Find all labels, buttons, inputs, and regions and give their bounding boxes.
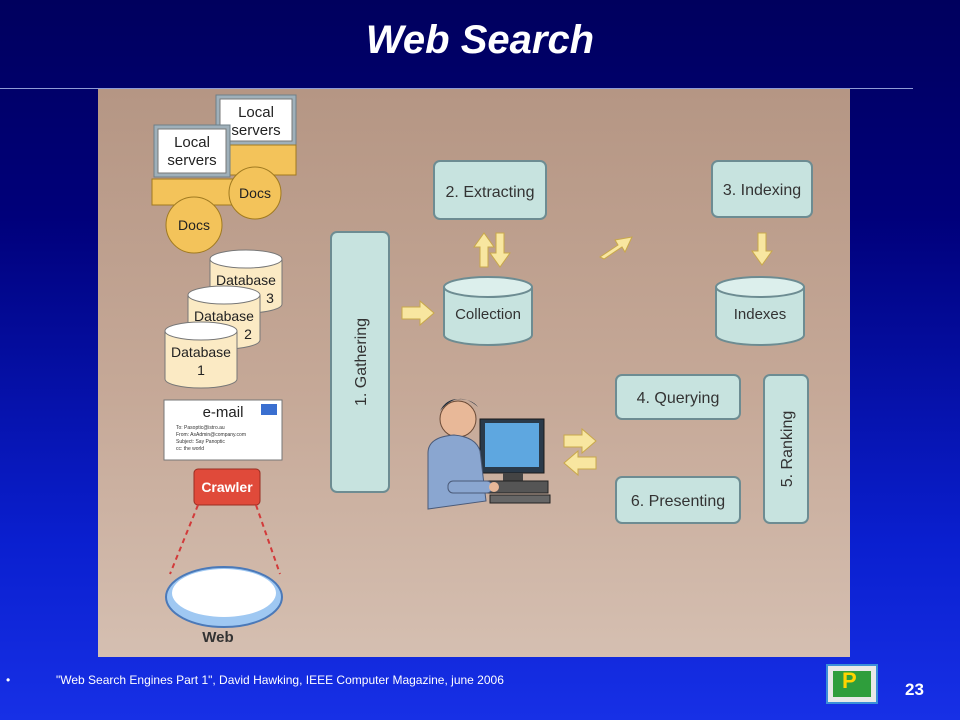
svg-text:6. Presenting: 6. Presenting	[631, 493, 725, 510]
svg-text:1: 1	[197, 362, 205, 378]
page-number: 23	[905, 680, 924, 699]
svg-text:2: 2	[244, 326, 252, 342]
local-servers-front: Local servers	[151, 124, 237, 206]
svg-text:3. Indexing: 3. Indexing	[723, 182, 801, 199]
footer-bullet: •	[6, 673, 11, 687]
user-at-computer-illustration	[427, 398, 551, 510]
web-disc: Web	[165, 566, 283, 646]
svg-text:Subject: Say Panoptic: Subject: Say Panoptic	[176, 439, 225, 445]
email-card: e-mail To: Pasoptic@istro.au From: AsAdm…	[163, 399, 283, 461]
svg-text:1. Gathering: 1. Gathering	[353, 318, 370, 406]
slide-title: Web Search	[365, 18, 595, 62]
svg-text:From: AsAdmin@company.com: From: AsAdmin@company.com	[176, 432, 246, 438]
crawler-beam-left	[169, 504, 199, 575]
svg-text:To: Pasoptic@istro.au: To: Pasoptic@istro.au	[176, 425, 225, 431]
presenting-box: 6. Presenting	[615, 476, 741, 524]
svg-text:Database: Database	[216, 272, 276, 288]
svg-text:Collection: Collection	[455, 306, 521, 323]
gathering-box: 1. Gathering	[330, 231, 390, 493]
svg-text:Docs: Docs	[178, 217, 210, 233]
indexes-cylinder: Indexes	[715, 276, 805, 346]
querying-box: 4. Querying	[615, 374, 741, 420]
indexing-box: 3. Indexing	[711, 160, 813, 218]
svg-text:Indexes: Indexes	[734, 306, 787, 323]
local-servers-back-line2: servers	[231, 122, 280, 139]
logo-icon: P	[826, 664, 878, 704]
docs-circle-upper: Docs	[228, 166, 282, 220]
web-search-diagram: Local servers Local servers Docs Docs Da…	[98, 89, 850, 657]
local-servers-back-line1: Local	[238, 104, 274, 121]
docs-circle-lower: Docs	[165, 196, 223, 254]
footer-citation-text: "Web Search Engines Part 1", David Hawki…	[56, 673, 504, 687]
extracting-box: 2. Extracting	[433, 160, 547, 220]
database-1: Database 1	[164, 321, 238, 389]
svg-text:Crawler: Crawler	[201, 479, 253, 495]
email-title: e-mail	[203, 404, 244, 421]
local-servers-front-line2: servers	[167, 152, 216, 169]
stamp-icon	[261, 404, 277, 415]
svg-text:Database: Database	[171, 344, 231, 360]
collection-cylinder: Collection	[443, 276, 533, 346]
svg-text:cc: the world: cc: the world	[176, 446, 204, 452]
footer-citation: • "Web Search Engines Part 1", David Hawk…	[6, 673, 504, 687]
title-divider	[0, 88, 913, 89]
arrow-user-to-querying	[563, 427, 597, 455]
svg-text:3: 3	[266, 290, 274, 306]
arrow-to-indexing	[599, 236, 633, 260]
arrow-extracting-to-collection	[489, 232, 511, 268]
svg-text:Web: Web	[202, 629, 233, 646]
svg-text:Docs: Docs	[239, 185, 271, 201]
diagram-canvas: Local servers Local servers Docs Docs Da…	[151, 94, 813, 646]
svg-text:2. Extracting: 2. Extracting	[446, 184, 535, 201]
arrow-gathering-to-collection	[401, 299, 435, 327]
svg-text:4. Querying: 4. Querying	[637, 390, 720, 407]
arrow-collection-to-extracting	[473, 232, 495, 268]
svg-text:Database: Database	[194, 308, 254, 324]
arrow-presenting-to-user	[563, 449, 597, 477]
crawler-box: Crawler	[193, 468, 261, 506]
svg-text:5. Ranking: 5. Ranking	[779, 411, 796, 488]
arrow-indexing-to-indexes	[751, 232, 773, 266]
ranking-box: 5. Ranking	[763, 374, 809, 524]
local-servers-front-line1: Local	[174, 134, 210, 151]
crawler-beam-right	[255, 504, 281, 575]
